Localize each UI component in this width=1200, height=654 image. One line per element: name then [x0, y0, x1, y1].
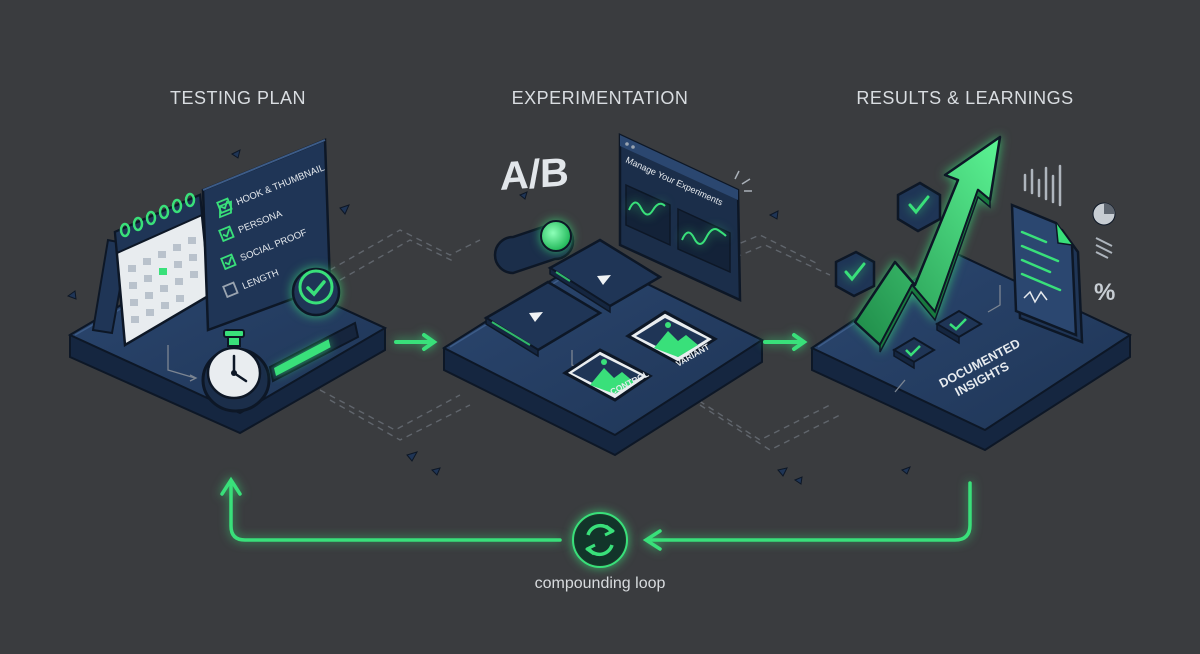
play-card-icon[interactable] — [547, 238, 663, 314]
pie-chart-icon — [1092, 202, 1116, 226]
image-card-icon[interactable] — [562, 348, 653, 402]
trend-arrow-icon — [853, 135, 1002, 353]
list-lines-icon — [1095, 237, 1113, 259]
ab-label: A/B — [500, 150, 569, 199]
bar-chart-icon — [1023, 164, 1062, 207]
check-badge-icon — [291, 267, 341, 317]
stopwatch-icon — [201, 329, 271, 413]
percent-icon: % — [1094, 279, 1115, 306]
check-badge-icon — [896, 181, 942, 233]
flow-arrow-1 — [394, 333, 438, 351]
flow-arrow-2 — [763, 333, 808, 351]
experiment-dashboard: Manage Your Experiments — [618, 133, 752, 302]
refresh-loop-icon[interactable] — [572, 512, 628, 568]
stage-title-experimentation: EXPERIMENTATION — [511, 88, 689, 108]
check-badge-icon — [935, 309, 983, 345]
line-chart-icon — [628, 201, 666, 216]
check-badge-icon — [834, 250, 876, 298]
stage-title-testing-plan: TESTING PLAN — [169, 88, 307, 108]
connector-lanes — [319, 229, 841, 451]
progress-bar — [268, 321, 360, 383]
check-badge-icon — [892, 336, 936, 370]
image-card-icon[interactable] — [625, 310, 718, 365]
compounding-loop-label: compounding loop — [534, 575, 666, 592]
progress-fill — [274, 339, 331, 376]
play-card-icon[interactable] — [483, 280, 603, 358]
toggle-switch-icon[interactable]: A/B — [493, 150, 575, 275]
document-icon — [1010, 203, 1084, 344]
calendar-icon — [91, 192, 212, 348]
stage-title-results: RESULTS & LEARNINGS — [856, 88, 1074, 108]
decorative-shards — [66, 149, 911, 485]
compounding-loop-path — [220, 476, 972, 551]
